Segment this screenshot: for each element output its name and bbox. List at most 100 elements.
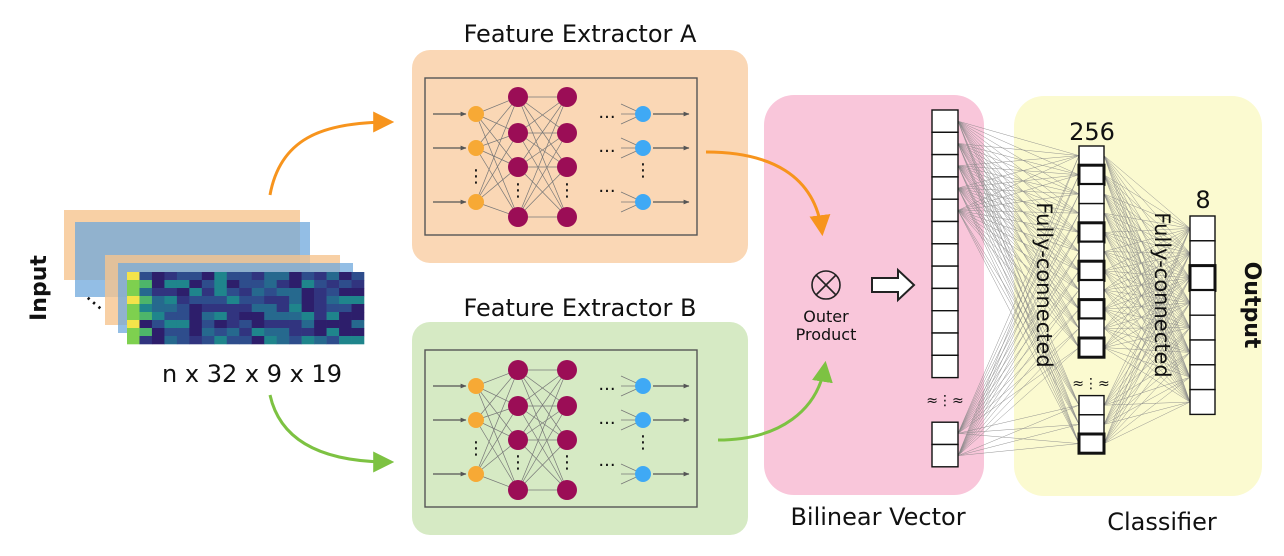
hidden-node [557, 123, 577, 143]
hidden-node [557, 207, 577, 227]
fc1-edge [957, 424, 1080, 456]
outer-product-label-line1: Outer [803, 307, 849, 326]
heatmap-cell [226, 296, 240, 305]
fc1-edge [957, 143, 1080, 425]
fc2-edge [1103, 270, 1191, 378]
fc2-edge [1103, 270, 1191, 353]
fc2-edge [1103, 228, 1191, 252]
heatmap-cell [251, 280, 265, 289]
bilinear-cell [931, 176, 959, 200]
fc1-edge [957, 187, 1080, 329]
heatmap-cell [176, 296, 190, 305]
heatmap-cell [301, 296, 315, 305]
heatmap-cell [139, 320, 153, 329]
fc1-edge [957, 328, 1080, 456]
heatmap-cell [176, 336, 190, 345]
hidden-gap-marker: ≈⋮≈ [1072, 376, 1109, 392]
fc2-label: Fully-connected [1150, 212, 1174, 378]
vertical-dots: ⋮ [509, 452, 527, 473]
heatmap-cell [189, 296, 203, 305]
fc2-edge [1103, 327, 1191, 329]
output-vector [1188, 215, 1217, 416]
heatmap-cell [339, 280, 352, 289]
bilinear-cell [931, 265, 959, 290]
network-edge [475, 147, 519, 218]
heatmap-cell [314, 296, 327, 305]
fc1-edge [957, 121, 1080, 310]
fc2-edge [1103, 277, 1191, 425]
fc2-edge [1103, 302, 1191, 310]
output-node [635, 106, 651, 122]
heatmap-cell [301, 304, 315, 313]
input-node [468, 466, 484, 482]
heatmap-cell [164, 320, 178, 329]
hidden-node [508, 396, 528, 416]
network-edge [475, 369, 519, 475]
fc1-edge [957, 404, 1080, 456]
heatmap-cell [326, 272, 340, 281]
heatmap-cell [276, 280, 290, 289]
fc1-edge [957, 165, 1080, 195]
fc2-edge [1103, 302, 1191, 406]
fc2-edge [1103, 302, 1191, 425]
heatmap-cell [239, 312, 253, 321]
fc1-edge [957, 121, 1080, 348]
fc1-edge [957, 187, 1080, 406]
fc1-edge [957, 210, 1080, 348]
heatmap-cell [201, 280, 215, 289]
network-edge [517, 405, 568, 491]
fc2-edge [1103, 213, 1191, 279]
bilinear-cell [931, 421, 959, 446]
hidden-node [557, 396, 577, 416]
heatmap-cell [226, 336, 240, 345]
horizontal-dots: ··· [598, 107, 615, 128]
fc2-edge [1103, 228, 1191, 310]
output-cell [1189, 215, 1216, 242]
heatmap-cell [264, 280, 277, 289]
fc2-edge [1103, 328, 1191, 378]
heatmap-cell [214, 312, 228, 321]
heatmap-cell [264, 336, 277, 345]
heatmap-cell [214, 296, 228, 305]
heatmap-cell [276, 296, 290, 305]
heatmap-cell [151, 312, 165, 321]
heatmap-cell [314, 304, 327, 313]
heatmap-cell [326, 304, 340, 313]
fc1-edge [957, 165, 1080, 425]
heatmap-cell [351, 296, 365, 305]
heatmap-cell [264, 304, 277, 313]
vertical-dots: ⋮ [467, 166, 485, 187]
fc2-edge [1103, 347, 1191, 353]
fc1-edge [957, 210, 1080, 425]
fc2-edge [1103, 308, 1191, 353]
heatmap-cell [226, 288, 240, 297]
extractor-a-title: Feature Extractor A [464, 20, 697, 48]
fc2-edge [1103, 212, 1191, 229]
fc2-edge [1103, 327, 1191, 348]
fc2-edge [1103, 232, 1191, 254]
hidden-node [557, 360, 577, 380]
heatmap-cell [226, 320, 240, 329]
heatmap-cell [239, 280, 253, 289]
heatmap-cell [351, 288, 365, 297]
heatmap-cell [176, 288, 190, 297]
heatmap-cell [314, 312, 327, 321]
fc2-edge [1103, 401, 1191, 444]
fc2-edge [1103, 228, 1191, 348]
horizontal-dots: ··· [598, 455, 615, 476]
heatmap-cell [201, 312, 215, 321]
fc2-edge [1103, 253, 1191, 406]
heatmap-cell [351, 320, 365, 329]
heatmap-cell [226, 272, 240, 281]
fc2-edge [1103, 309, 1191, 403]
heatmap-cell [301, 336, 315, 345]
fc1-edge [957, 187, 1080, 444]
heatmap-cell [189, 288, 203, 297]
fc1-edge [957, 143, 1080, 176]
output-node [635, 412, 651, 428]
fc1-edge [957, 232, 1080, 434]
fc1-edge [957, 309, 1080, 456]
heatmap-cell [127, 280, 140, 289]
hidden-cell [1078, 241, 1105, 262]
